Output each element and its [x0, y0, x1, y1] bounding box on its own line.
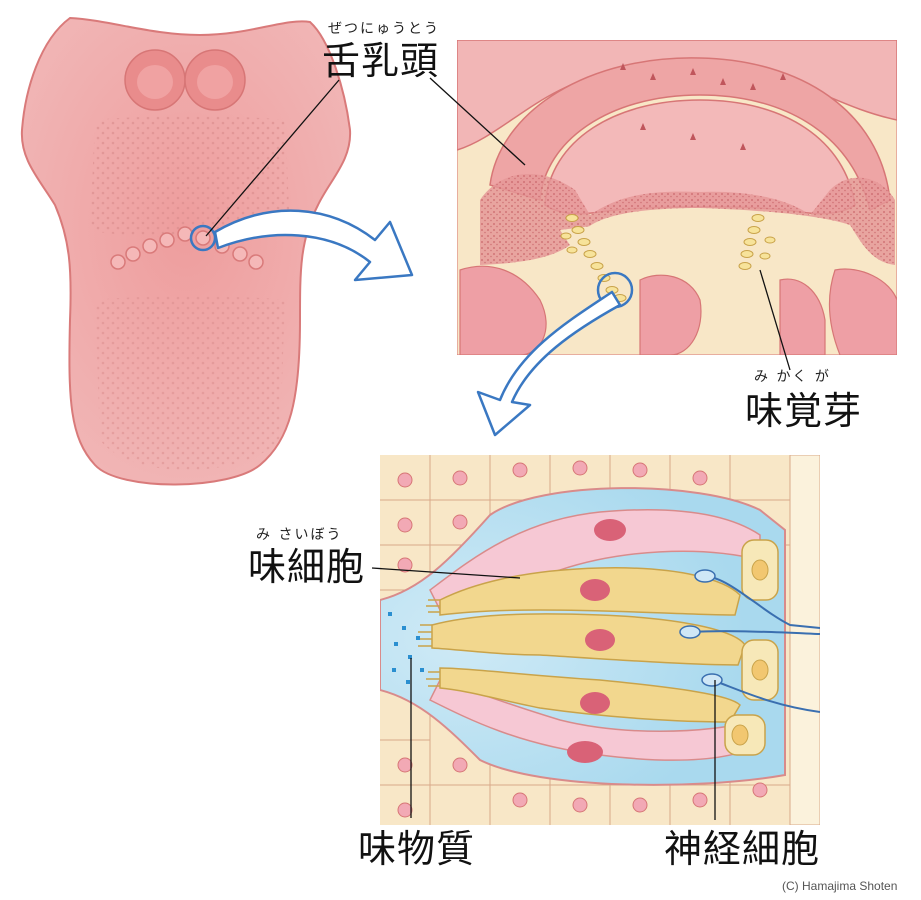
leader-papilla-section — [429, 77, 526, 166]
zoom-arrow-2 — [476, 290, 622, 437]
taste-cell-label: 味細胞 — [248, 545, 366, 589]
nerve-cell-label: 神経細胞 — [664, 827, 821, 871]
taste-substance-label: 味物質 — [358, 827, 476, 871]
taste-bud-ruby: み かく が — [754, 369, 831, 385]
zoom-arrow-1 — [213, 209, 414, 282]
taste-bud-cells-left — [560, 214, 627, 302]
tongue-illustration — [20, 16, 352, 486]
papilla-label: 舌乳頭 — [322, 39, 440, 83]
papilla-ruby: ぜつにゅうとう — [328, 21, 440, 37]
taste-bud-detail — [380, 455, 820, 825]
taste-bud-label: 味覚芽 — [745, 389, 863, 433]
leader-lines — [205, 77, 791, 820]
taste-cell-ruby: み さいぼう — [256, 527, 343, 543]
taste-bud-cells-right — [738, 214, 776, 270]
leader-papilla-tongue — [205, 79, 340, 237]
nerve-cells — [724, 539, 779, 756]
epithelial-nuclei — [397, 460, 768, 818]
taste-substance-particles — [388, 612, 424, 684]
leader-taste-cell — [371, 567, 521, 579]
copyright-credit: (C) Hamajima Shoten — [782, 879, 898, 893]
leader-taste-bud — [759, 269, 791, 371]
papilla-cross-section — [457, 40, 897, 355]
